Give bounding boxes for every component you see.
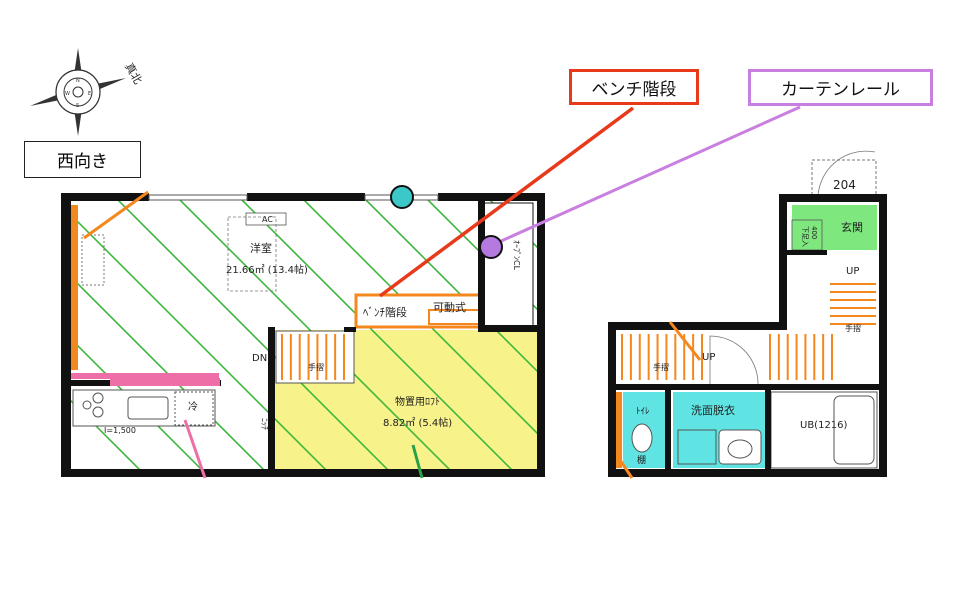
niche-label: ﾆｯﾁ: [260, 418, 269, 430]
orientation-label: 西向き: [24, 141, 141, 178]
handrail-label-left: 手摺: [308, 362, 324, 372]
movable-label: 可動式: [433, 300, 466, 314]
room-area: 21.66㎡ (13.4帖): [226, 263, 308, 276]
toilet-label: ﾄｲﾚ: [636, 407, 650, 417]
up-label-1: UP: [846, 266, 859, 277]
ac-label: AC: [262, 215, 273, 224]
right-unit: 204 玄関 下足入 400 UP 手摺 手摺 UP ﾄｲﾚ 棚 洗面脱衣 UB…: [608, 150, 887, 477]
entrance-label: 玄関: [841, 220, 863, 234]
svg-text:W: W: [65, 91, 70, 97]
entrance: [792, 205, 877, 250]
kitchen: 冷 I=1,500: [72, 389, 216, 435]
dn-label: DN: [252, 353, 267, 364]
handrail-label-2: 手摺: [653, 362, 669, 372]
left-unit: ﾍﾞﾝﾁ階段 可動式 ｵｰﾌﾟﾝCL DN 手摺 AC 洋室 21.66㎡ (1…: [61, 193, 545, 477]
true-north-label: 真北: [122, 60, 145, 86]
stairs-down: DN 手摺: [252, 330, 355, 384]
svg-text:S: S: [76, 103, 79, 109]
door-number: 204: [833, 178, 856, 192]
open-closet: [480, 202, 534, 331]
open-closet-label: ｵｰﾌﾟﾝCL: [512, 240, 521, 271]
loft-area: 8.82㎡ (5.4帖): [383, 416, 452, 429]
shoe-box-label: 下足入: [801, 226, 809, 247]
curtain-rail-leader: [489, 105, 801, 248]
bathroom: [770, 391, 878, 469]
shoe-box-size: 400: [810, 226, 818, 239]
curtain-rail-callout: カーテンレール: [748, 69, 933, 106]
svg-text:E: E: [88, 91, 91, 97]
kitchen-width-label: I=1,500: [104, 426, 136, 435]
svg-text:N: N: [76, 78, 80, 84]
shelf-label: 棚: [637, 454, 646, 466]
right-unit-walls: [608, 194, 887, 477]
fridge-label: 冷: [188, 400, 198, 413]
compass-icon: N S W E: [30, 48, 126, 136]
handrail-label-1: 手摺: [845, 323, 861, 333]
bath-label: UB(1216): [800, 420, 848, 431]
curtain-rail-marker: [479, 235, 503, 259]
window-marker: [390, 185, 414, 209]
bench-stairs-callout: ベンチ階段: [569, 69, 699, 105]
up-label-2: UP: [702, 352, 715, 363]
loft-name: 物置用ﾛﾌﾄ: [395, 395, 440, 408]
room-name: 洋室: [250, 241, 272, 255]
bench-stairs-label: ﾍﾞﾝﾁ階段: [363, 305, 407, 319]
washroom-label: 洗面脱衣: [691, 403, 735, 417]
bench-stairs-leader: [378, 106, 635, 298]
